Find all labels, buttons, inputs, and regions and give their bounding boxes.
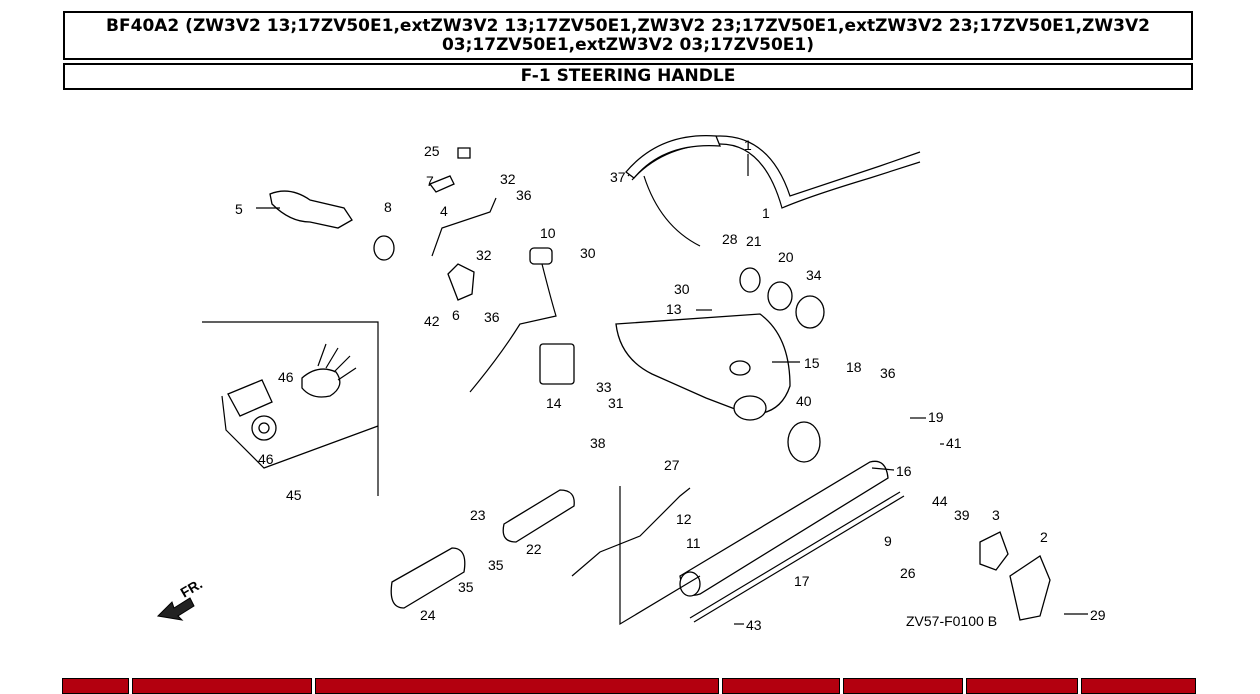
- callout: 14: [546, 395, 562, 411]
- leader-lines: [256, 154, 1088, 625]
- callout: 35: [488, 557, 504, 573]
- callout: 4: [440, 203, 448, 219]
- model-header: BF40A2 (ZW3V2 13;17ZV50E1,extZW3V2 13;17…: [63, 11, 1193, 60]
- ignition-switch-inset: [202, 321, 379, 496]
- callout: 25: [424, 143, 440, 159]
- callout: 8: [384, 199, 392, 215]
- callout: 39: [954, 507, 970, 523]
- callout: 21: [746, 233, 762, 249]
- footer-cell: [1081, 678, 1196, 694]
- callout: 11: [686, 535, 701, 551]
- callout: 34: [806, 267, 822, 283]
- callout: 24: [420, 607, 436, 623]
- callout: 12: [676, 511, 692, 527]
- callout: 23: [470, 507, 486, 523]
- callout: 36: [516, 187, 532, 203]
- callout: 46: [278, 369, 294, 385]
- callout: 7: [426, 173, 434, 189]
- callout: 18: [846, 359, 862, 375]
- callout: 37: [610, 169, 626, 185]
- parts-diagram: FR. 1 1 2 3 4 5 6 7 8 9 10 11 12 13 14 1…: [156, 134, 1106, 633]
- callout: 32: [500, 171, 516, 187]
- callout: 30: [674, 281, 690, 297]
- callout: 36: [880, 365, 896, 381]
- callout: 45: [286, 487, 302, 503]
- callout: 43: [746, 617, 762, 633]
- callout: 26: [900, 565, 916, 581]
- callout: 6: [452, 307, 460, 323]
- callout: 15: [804, 355, 820, 371]
- callout: 30: [580, 245, 596, 261]
- section-header: F-1 STEERING HANDLE: [63, 63, 1193, 90]
- callout: 22: [526, 541, 542, 557]
- callout: 1: [762, 205, 770, 221]
- diagram-code: ZV57-F0100 B: [906, 613, 997, 629]
- fr-label: FR.: [178, 575, 206, 600]
- callout: 33: [596, 379, 612, 395]
- callout: 36: [484, 309, 500, 325]
- callout: 1: [744, 137, 752, 153]
- callout: 19: [928, 409, 944, 425]
- callout: 17: [794, 573, 810, 589]
- callout-numbers: 1 1 2 3 4 5 6 7 8 9 10 11 12 13 14 15 16…: [235, 137, 1106, 633]
- callout: 44: [932, 493, 948, 509]
- callout: 16: [896, 463, 912, 479]
- footer-cell: [62, 678, 129, 694]
- callout: 28: [722, 231, 738, 247]
- model-line: BF40A2 (ZW3V2 13;17ZV50E1,extZW3V2 13;17…: [106, 16, 1150, 55]
- callout: 13: [666, 301, 682, 317]
- callout: 31: [608, 395, 624, 411]
- callout: 9: [884, 533, 892, 549]
- callout: 40: [796, 393, 812, 409]
- callout: 20: [778, 249, 794, 265]
- callout: 5: [235, 201, 243, 217]
- footer-bar: [62, 678, 1196, 694]
- footer-cell: [843, 678, 963, 694]
- footer-cell: [722, 678, 840, 694]
- section-title: F-1 STEERING HANDLE: [520, 66, 736, 86]
- callout: 3: [992, 507, 1000, 523]
- callout: 32: [476, 247, 492, 263]
- front-direction-arrow: FR.: [156, 575, 206, 621]
- callout: 10: [540, 225, 556, 241]
- callout: 35: [458, 579, 474, 595]
- footer-cell: [966, 678, 1078, 694]
- footer-cell: [315, 678, 719, 694]
- callout: 2: [1040, 529, 1048, 545]
- footer-cell: [132, 678, 312, 694]
- callout: 29: [1090, 607, 1106, 623]
- callout: 42: [424, 313, 440, 329]
- callout: 27: [664, 457, 680, 473]
- callout: 38: [590, 435, 606, 451]
- callout: 46: [258, 451, 274, 467]
- callout: 41: [946, 435, 962, 451]
